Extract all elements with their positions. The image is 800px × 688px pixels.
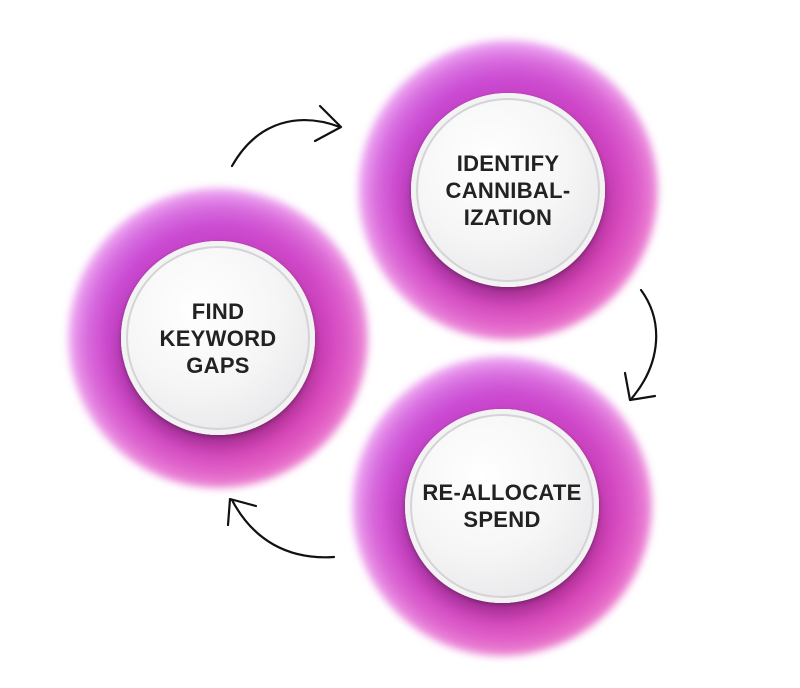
node-label: IDENTIFY CANNIBAL- IZATION bbox=[445, 150, 571, 230]
node-identify-cannibalization: IDENTIFY CANNIBAL- IZATION bbox=[358, 40, 658, 340]
node-disc: RE-ALLOCATE SPEND bbox=[405, 409, 599, 603]
arrowhead-cannibalization-to-spend bbox=[623, 371, 657, 402]
node-glow bbox=[68, 188, 368, 488]
node-glow bbox=[352, 356, 652, 656]
node-find-keyword-gaps: FIND KEYWORD GAPS bbox=[68, 188, 368, 488]
arrowhead-spend-to-gaps bbox=[226, 497, 258, 527]
node-disc: IDENTIFY CANNIBAL- IZATION bbox=[411, 93, 605, 287]
node-label: FIND KEYWORD GAPS bbox=[159, 298, 277, 378]
node-label: RE-ALLOCATE SPEND bbox=[422, 480, 582, 532]
arrowhead-gaps-to-cannibalization bbox=[313, 104, 343, 143]
node-re-allocate-spend: RE-ALLOCATE SPEND bbox=[352, 356, 652, 656]
arrow-spend-to-gaps bbox=[230, 498, 336, 559]
arrow-gaps-to-cannibalization bbox=[230, 119, 342, 168]
arrow-cannibalization-to-spend bbox=[630, 288, 658, 400]
node-disc: FIND KEYWORD GAPS bbox=[121, 241, 315, 435]
